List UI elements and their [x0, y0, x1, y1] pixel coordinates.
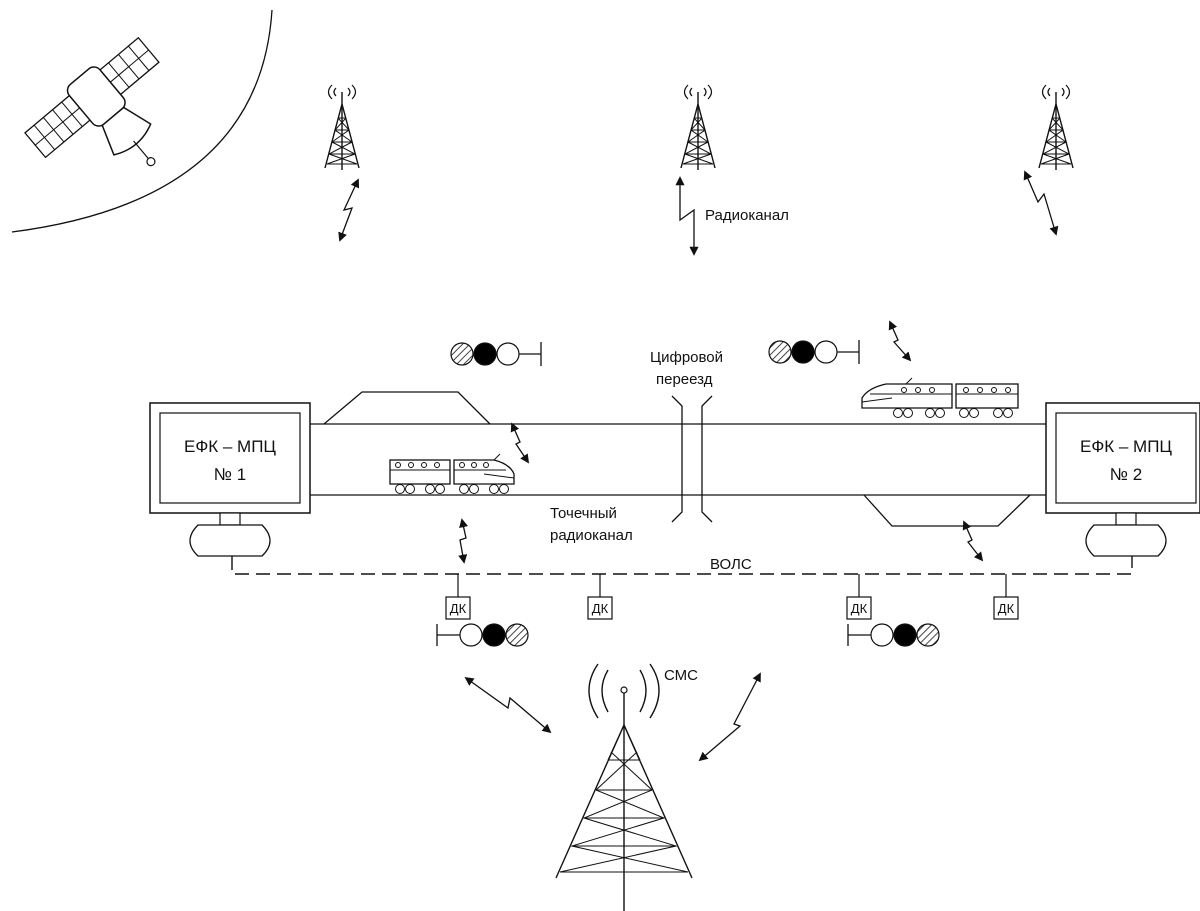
radio-link-bottom-left — [464, 676, 552, 734]
satellite-icon — [24, 36, 160, 167]
dk-label-4: ДК — [998, 601, 1015, 616]
radio-link-point-right — [962, 520, 984, 562]
platform-lower — [863, 494, 1031, 527]
radio-link-train-lower — [510, 422, 530, 464]
radio-link-center — [675, 176, 699, 256]
fiber-line-label: ВОЛС — [710, 556, 752, 573]
station-2-title: ЕФК – МПЦ — [1080, 437, 1172, 456]
digital-crossing — [671, 395, 713, 523]
signal-bottom-left — [436, 623, 529, 647]
train-upper-right — [861, 377, 1019, 418]
dk-box-1 — [445, 574, 471, 620]
tower-left-icon — [324, 84, 360, 171]
dk-box-2 — [587, 574, 613, 620]
signal-bottom-right — [847, 623, 940, 647]
station-2-number: № 2 — [1110, 465, 1142, 484]
dk-label-2: ДК — [592, 601, 609, 616]
train-lower-left — [389, 453, 515, 494]
cellular-tower-icon — [555, 663, 693, 911]
signal-top-right — [768, 340, 860, 364]
digital-crossing-label-line2: переезд — [656, 371, 713, 388]
point-radio-label-line2: радиоканал — [550, 527, 633, 544]
monitor-station-1 — [149, 402, 311, 557]
radio-link-left — [338, 178, 360, 242]
platform-upper — [323, 391, 491, 425]
digital-crossing-label-line1: Цифровой — [650, 349, 723, 366]
radio-channel-label: Радиоканал — [705, 207, 789, 224]
radio-link-bottom-right — [698, 672, 761, 762]
dk-label-3: ДК — [851, 601, 868, 616]
point-radio-label-line1: Точечный — [550, 505, 617, 522]
dk-box-3 — [846, 574, 872, 620]
station-1-title: ЕФК – МПЦ — [184, 437, 276, 456]
radio-link-right — [1023, 170, 1059, 236]
sms-label: СМС — [664, 667, 698, 684]
fiber-optic-line — [231, 556, 1133, 575]
station-1-number: № 1 — [214, 465, 246, 484]
dk-box-4 — [993, 574, 1019, 620]
monitor-station-2 — [1045, 402, 1200, 557]
radio-link-train-upper — [888, 320, 912, 362]
dk-label-1: ДК — [450, 601, 467, 616]
radio-link-point-left — [458, 518, 469, 564]
satellite-orbit-arc — [11, 9, 273, 233]
tower-right-icon — [1038, 84, 1074, 171]
tower-center-icon — [680, 84, 716, 171]
signal-top-left — [450, 342, 542, 366]
